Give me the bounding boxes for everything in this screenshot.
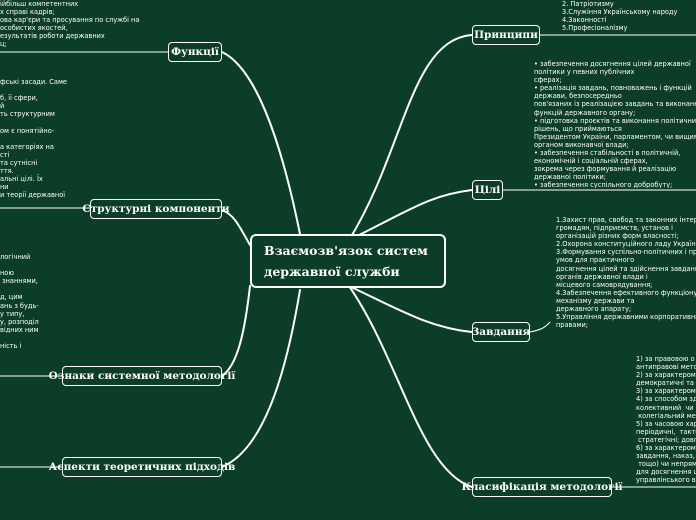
central-topic-line1: Взаємозв'язок систем xyxy=(264,243,428,258)
node-funktsii[interactable]: Функції xyxy=(168,42,222,62)
central-topic-line2: державної служби xyxy=(264,264,400,279)
note-pryntsypy: 2. Патріотизму 3.Служіння Українському н… xyxy=(562,0,678,33)
node-tsili[interactable]: Цілі xyxy=(472,180,503,200)
link-aspekty xyxy=(221,289,301,468)
note-zavdannia: 1.Захист прав, свобод та законних інтере… xyxy=(556,216,696,328)
link-oznaky xyxy=(221,285,251,377)
node-aspekty[interactable]: Аспекти теоретичних підходів xyxy=(49,457,235,477)
note-oznaky: логічний ною знаннями, д, цим ань з будь… xyxy=(0,253,39,351)
node-pryntsypy[interactable]: Принципи xyxy=(472,25,540,45)
link-funktsii xyxy=(221,51,301,235)
link-klasyfikatsiia xyxy=(348,285,473,488)
underline-zavdannia xyxy=(529,321,551,333)
node-struktura[interactable]: Структурні компоненти xyxy=(82,199,230,219)
central-topic[interactable]: Взаємозв'язок систем державної служби xyxy=(250,234,446,288)
link-tsili xyxy=(348,189,473,241)
node-oznaky[interactable]: Ознаки системної методології xyxy=(49,366,235,386)
link-pryntsypy xyxy=(348,34,473,241)
note-struktura: фські засади. Саме б, її сфери, й ть стр… xyxy=(0,78,67,200)
node-klasyfikatsiia[interactable]: Класифікація методології xyxy=(461,477,623,497)
link-zavdannia xyxy=(348,285,473,333)
link-struktura xyxy=(221,209,251,246)
note-klasyfikatsiia: 1) за правовою о антиправові метод 2) за… xyxy=(636,355,696,485)
note-tsili: • забезпечення досягнення цілей державно… xyxy=(534,60,696,188)
node-zavdannia[interactable]: Завдання xyxy=(472,322,530,342)
note-funktsii: ійбільш компетентних х справі кадрів; ов… xyxy=(0,0,140,49)
